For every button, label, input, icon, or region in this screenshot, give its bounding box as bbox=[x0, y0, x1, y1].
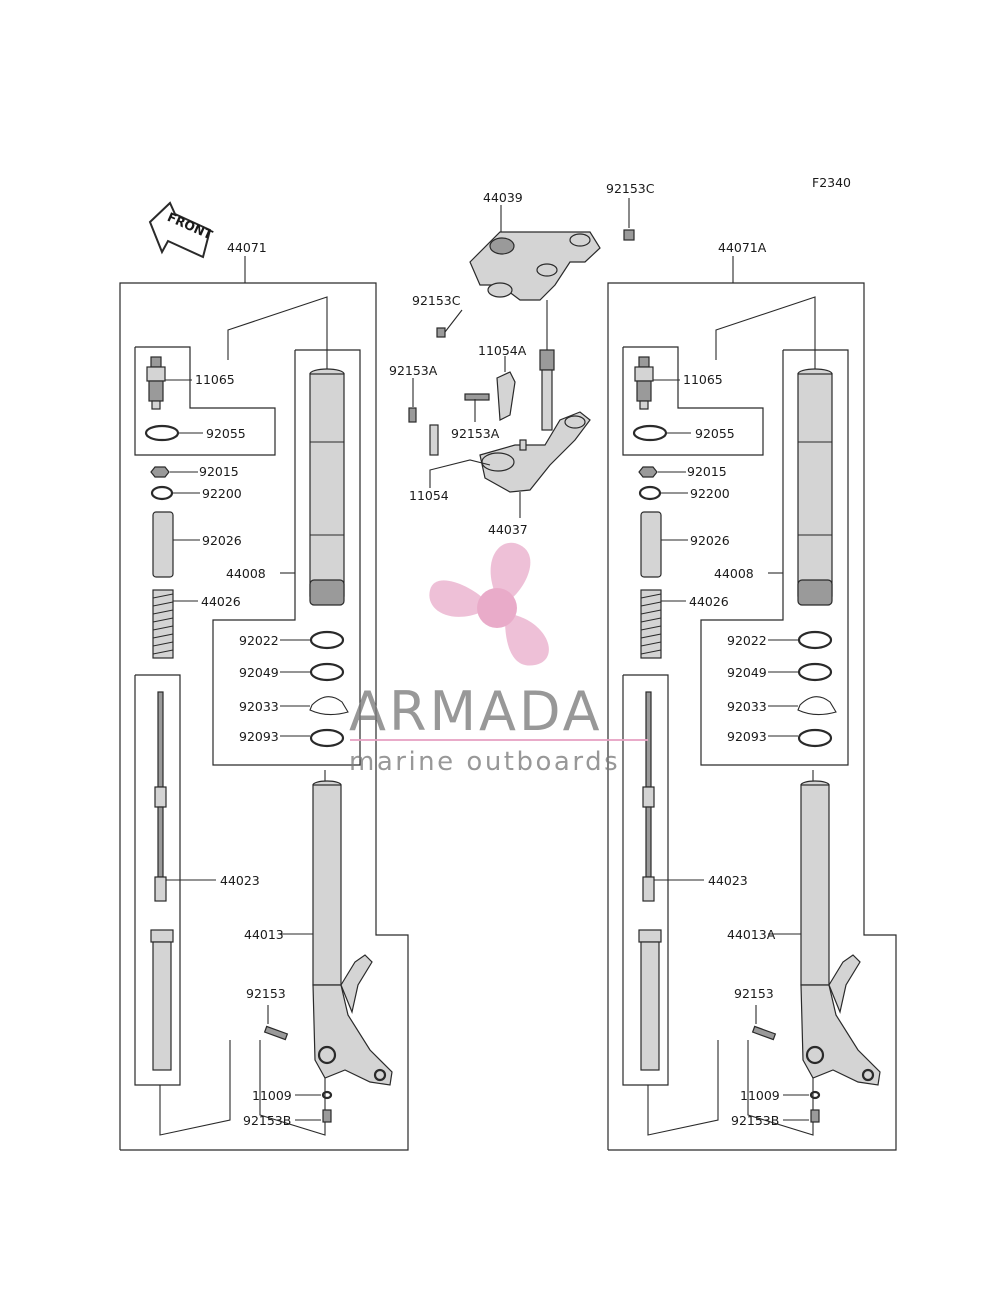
label-inner-tube: 44013 bbox=[244, 927, 284, 942]
label-dust-seal: 92093 bbox=[727, 729, 767, 744]
label-seal: 92049 bbox=[239, 665, 279, 680]
label-bolt: 92153 bbox=[246, 986, 286, 1001]
label-assembly: 44071A bbox=[718, 240, 767, 255]
label-inner-tube: 44013A bbox=[727, 927, 776, 942]
left-fork-labels: 44071 11065 92055 92015 92200 92026 4400… bbox=[195, 240, 292, 1128]
label-cap: 11065 bbox=[195, 372, 235, 387]
label-bolt-mid: 92153A bbox=[451, 426, 500, 441]
label-circlip: 92033 bbox=[727, 699, 767, 714]
label-bracket: 11054 bbox=[409, 488, 449, 503]
label-seal: 92049 bbox=[727, 665, 767, 680]
label-nut: 92015 bbox=[199, 464, 239, 479]
label-collar: 92026 bbox=[202, 533, 242, 548]
label-bolt-top-left: 92153C bbox=[412, 293, 461, 308]
label-dust-seal: 92093 bbox=[239, 729, 279, 744]
label-cap: 11065 bbox=[683, 372, 723, 387]
logo-hub bbox=[477, 588, 517, 628]
label-bolt-left: 92153A bbox=[389, 363, 438, 378]
label-oring: 92055 bbox=[695, 426, 735, 441]
label-spring: 44026 bbox=[201, 594, 241, 609]
logo-blade-top bbox=[490, 542, 531, 600]
label-gasket: 11009 bbox=[740, 1088, 780, 1103]
watermark-subtitle: marine outboards bbox=[349, 747, 620, 777]
logo-blade-right bbox=[505, 615, 549, 666]
label-drain-bolt: 92153B bbox=[731, 1113, 779, 1128]
label-ring-a: 92022 bbox=[239, 633, 279, 648]
label-washer: 92200 bbox=[690, 486, 730, 501]
label-circlip: 92033 bbox=[239, 699, 279, 714]
label-bolt-top-right: 92153C bbox=[606, 181, 655, 196]
label-oring: 92055 bbox=[206, 426, 246, 441]
label-nut: 92015 bbox=[687, 464, 727, 479]
label-drain-bolt: 92153B bbox=[243, 1113, 291, 1128]
label-ring-a: 92022 bbox=[727, 633, 767, 648]
propeller-logo-icon bbox=[429, 542, 549, 666]
label-cartridge: 44023 bbox=[220, 873, 260, 888]
label-outer-tube: 44008 bbox=[226, 566, 266, 581]
label-gasket: 11009 bbox=[252, 1088, 292, 1103]
steering-stem-drawing bbox=[408, 198, 635, 518]
label-assembly: 44071 bbox=[227, 240, 267, 255]
logo-blade-left bbox=[429, 580, 485, 617]
label-collar: 92026 bbox=[690, 533, 730, 548]
label-clamp: 11054A bbox=[478, 343, 527, 358]
watermark: ARMADA marine outboards bbox=[349, 542, 648, 777]
watermark-title: ARMADA bbox=[349, 680, 603, 743]
label-lower-bracket: 44037 bbox=[488, 522, 528, 537]
label-washer: 92200 bbox=[202, 486, 242, 501]
label-bolt: 92153 bbox=[734, 986, 774, 1001]
label-spring: 44026 bbox=[689, 594, 729, 609]
front-arrow-icon: FRONT bbox=[148, 201, 215, 259]
right-fork-labels: 44071A 11065 92055 92015 92200 92026 440… bbox=[683, 240, 780, 1128]
figure-code: F2340 bbox=[812, 175, 851, 190]
label-top-bracket: 44039 bbox=[483, 190, 523, 205]
label-cartridge: 44023 bbox=[708, 873, 748, 888]
label-outer-tube: 44008 bbox=[714, 566, 754, 581]
